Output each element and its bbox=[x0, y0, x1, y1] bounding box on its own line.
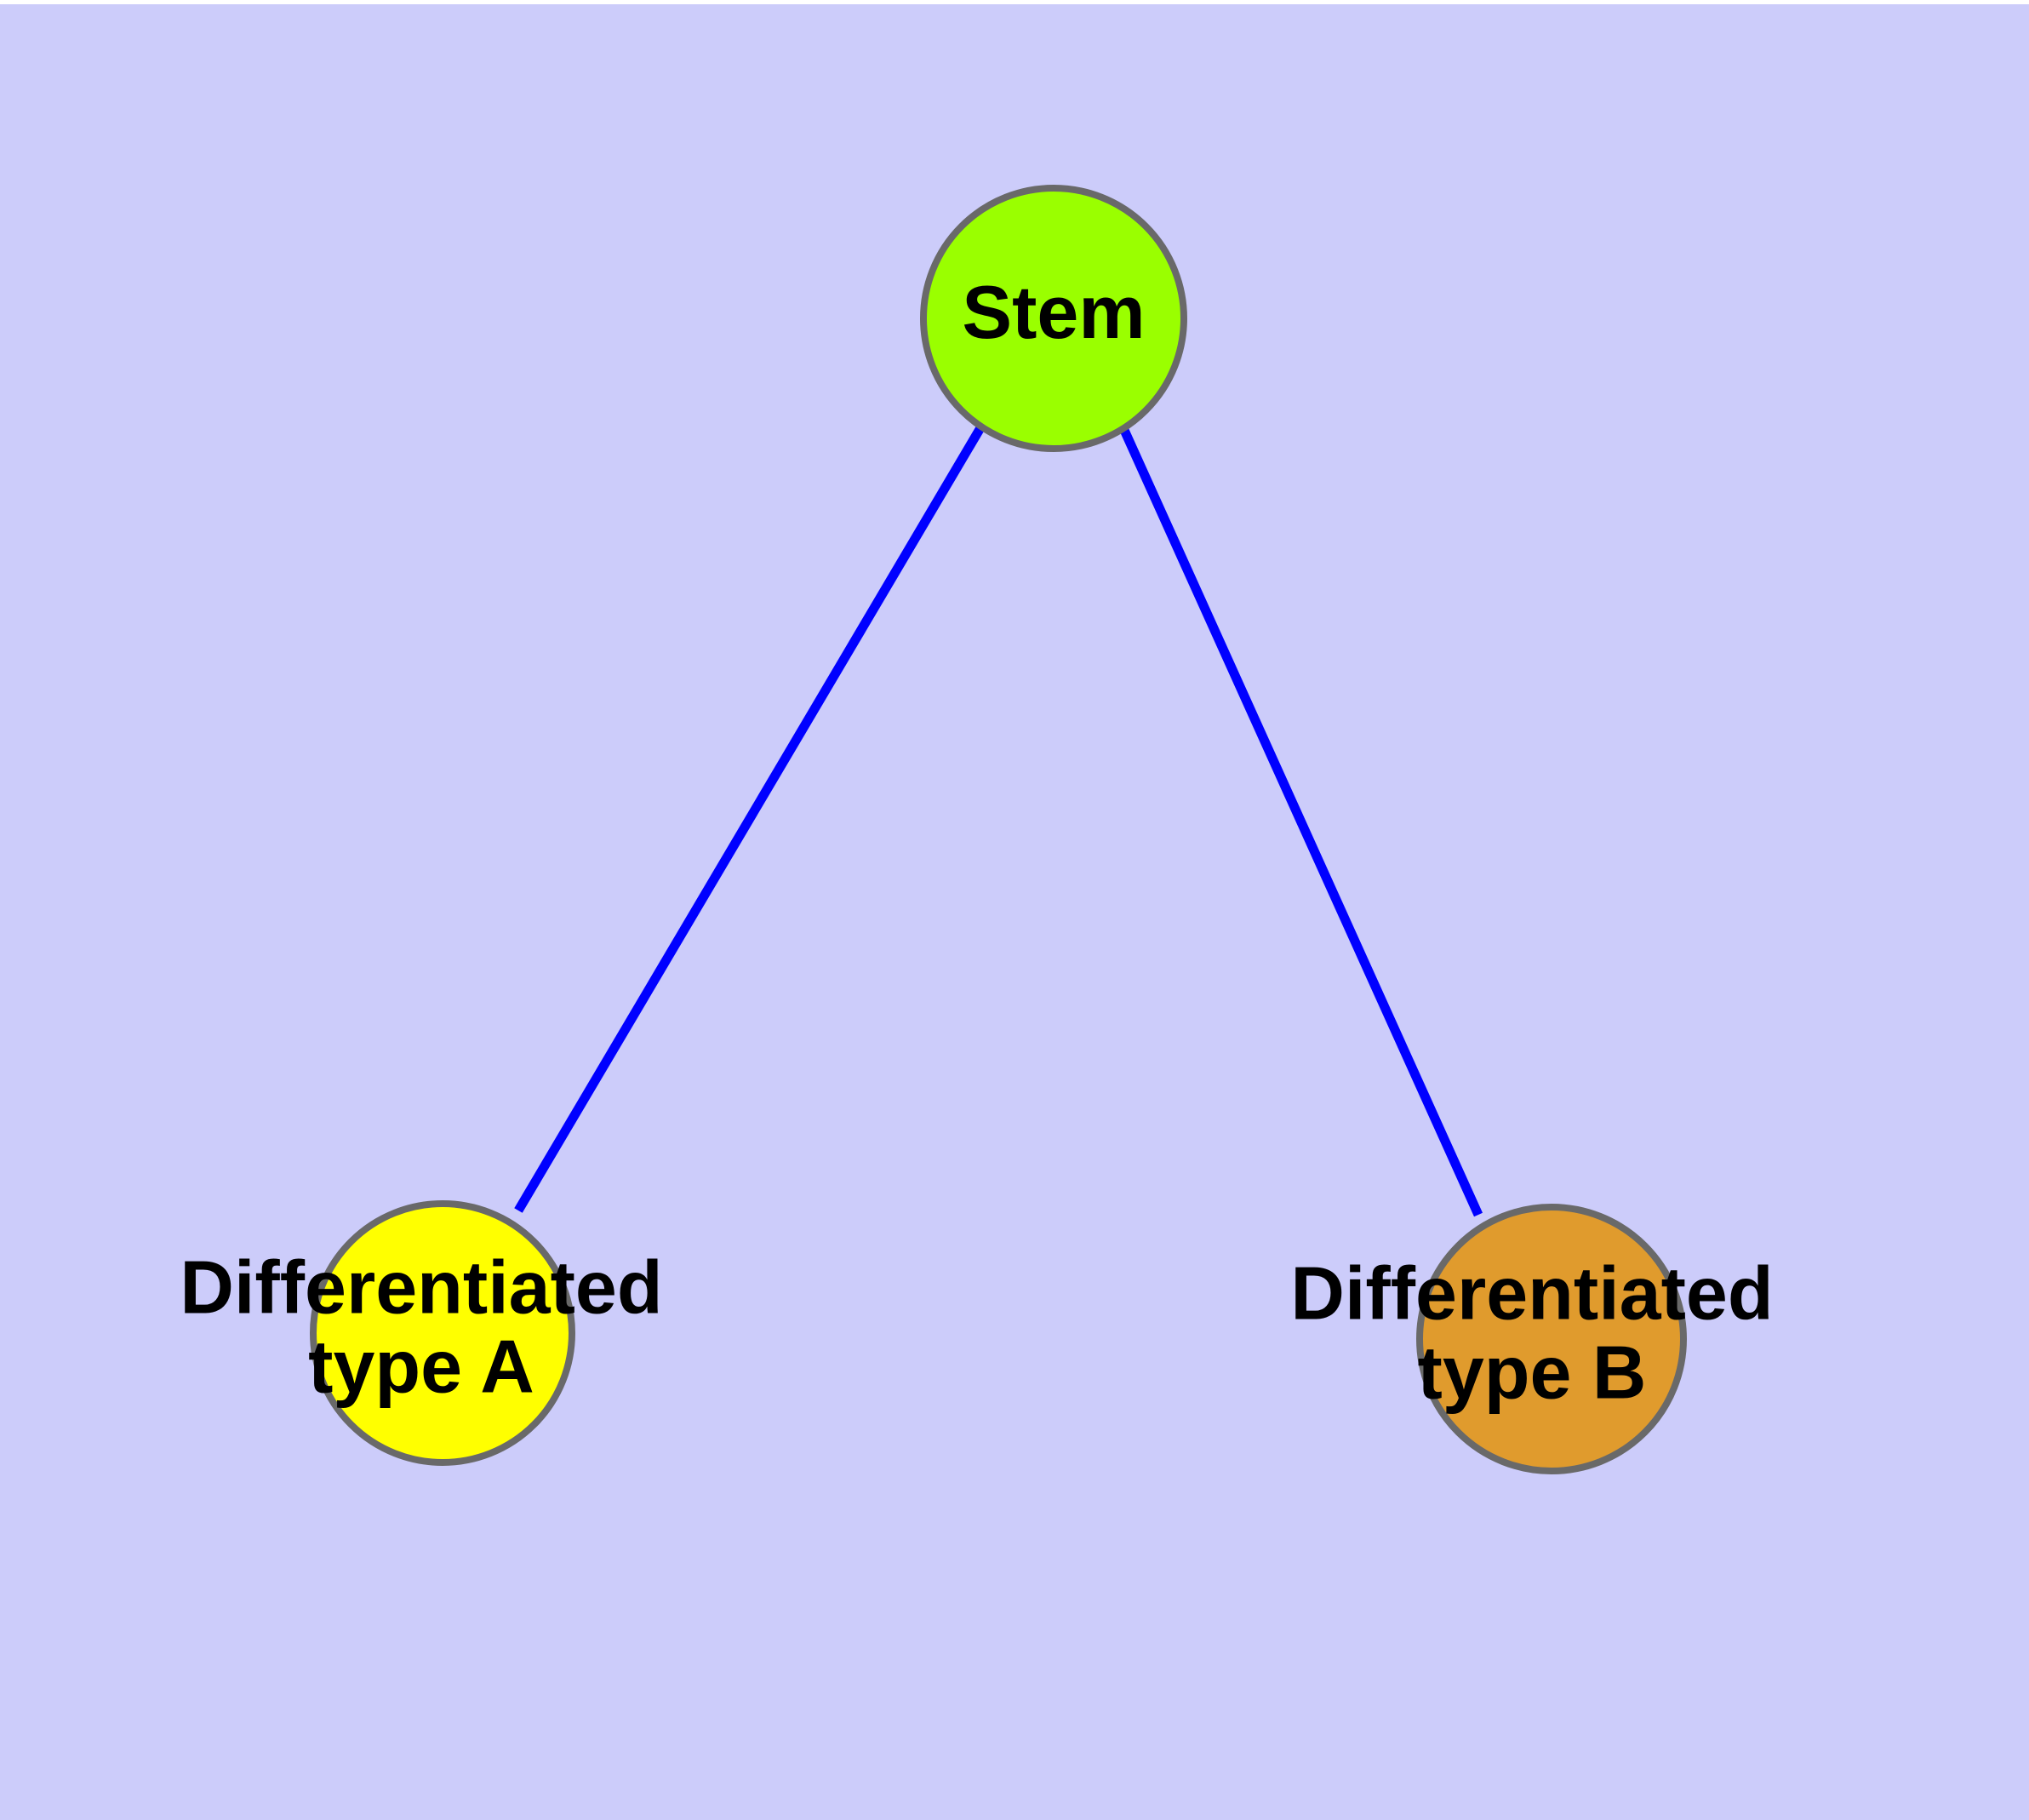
label-line: type A bbox=[308, 1325, 534, 1409]
node-group bbox=[310, 185, 1687, 1474]
label-line: Differentiated bbox=[180, 1245, 662, 1330]
edge-stem-to-differentiated-type-b[interactable] bbox=[1118, 426, 1483, 1217]
edge-group bbox=[514, 424, 1483, 1217]
label-line: Differentiated bbox=[1290, 1251, 1773, 1336]
node-differentiated-type-a[interactable] bbox=[310, 1200, 575, 1466]
label-line: type B bbox=[1418, 1331, 1647, 1415]
label-line: Stem bbox=[962, 270, 1145, 354]
node-differentiated-type-b[interactable] bbox=[1416, 1204, 1687, 1474]
node-label-stem: Stem bbox=[962, 270, 1145, 354]
edge-stem-to-differentiated-type-a[interactable] bbox=[514, 424, 986, 1213]
node-stem[interactable] bbox=[920, 185, 1187, 452]
